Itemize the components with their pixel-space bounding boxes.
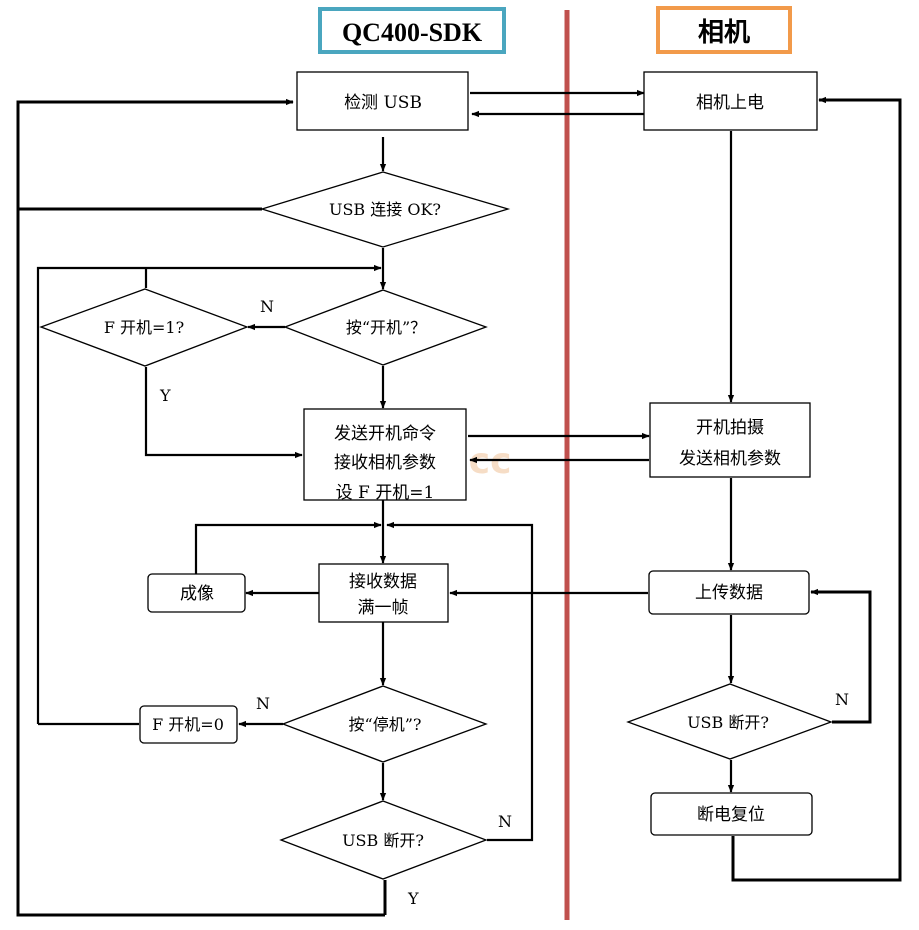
label-usb-right-no: N xyxy=(835,690,849,709)
right-header-title: 相机 xyxy=(698,18,750,47)
right-header-frame xyxy=(656,6,792,54)
node-send-cmd-line2: 接收相机参数 xyxy=(334,453,436,473)
node-start-shoot-line2: 发送相机参数 xyxy=(679,449,781,469)
node-f-power-set-0-text: F 开机=0 xyxy=(152,715,224,734)
left-header-frame xyxy=(318,7,506,54)
node-press-stop xyxy=(281,685,488,763)
node-receive-data xyxy=(318,563,449,623)
arrow-outer-loop-to-detect xyxy=(16,98,385,917)
node-usb-disconnect-right-text: USB 断开? xyxy=(687,713,769,732)
node-send-cmd-line3: 设 F 开机=1 xyxy=(336,483,435,503)
left-header-title: QC400-SDK xyxy=(342,18,483,47)
node-send-cmd xyxy=(303,408,467,501)
arrow-f1-yes-to-send xyxy=(144,367,303,459)
label-press-no: N xyxy=(260,297,274,316)
node-usb-connect-ok xyxy=(259,171,511,248)
label-f1-yes: Y xyxy=(159,386,171,405)
node-f-power-set-0 xyxy=(139,705,238,744)
label-usb-left-no: N xyxy=(498,812,512,831)
node-detect-usb-text: 检测 USB xyxy=(344,93,422,113)
arrow-usb-no-loop xyxy=(386,521,534,842)
node-usb-disconnect-left xyxy=(279,800,488,880)
node-receive-data-line1: 接收数据 xyxy=(349,572,417,592)
node-press-power-on-text: 按“开机”？ xyxy=(346,318,426,337)
node-power-off-reset xyxy=(650,792,813,836)
node-f-power-is-1 xyxy=(39,288,249,367)
node-usb-disconnect-left-text: USB 断开? xyxy=(342,831,424,850)
node-upload-data xyxy=(648,570,810,615)
node-f-power-is-1-text: F 开机=1? xyxy=(104,318,184,337)
node-send-cmd-clip: 发送开机命令 接收相机参数 设 F 开机=1 xyxy=(334,424,436,503)
node-detect-usb xyxy=(296,71,469,131)
arrow-imaging-loop xyxy=(194,521,382,575)
arrow-left-return-loop xyxy=(36,264,382,724)
label-usb-left-yes: Y xyxy=(407,889,419,908)
node-camera-power-on xyxy=(643,71,818,131)
node-receive-data-line2: 满一帧 xyxy=(358,598,409,618)
arrow-usbdisc-no-to-upload xyxy=(810,588,872,724)
node-start-shoot xyxy=(649,402,811,478)
node-send-cmd-line1: 发送开机命令 xyxy=(334,424,436,444)
node-press-power-on xyxy=(283,289,488,366)
arrow-reset-to-poweron xyxy=(731,96,902,882)
node-start-shoot-line1: 开机拍摄 xyxy=(696,418,764,438)
node-press-stop-text: 按“停机”? xyxy=(349,715,422,734)
node-imaging-text: 成像 xyxy=(180,584,214,604)
node-usb-connect-ok-text: USB 连接 OK? xyxy=(329,200,441,219)
node-imaging xyxy=(147,573,246,613)
node-usb-disconnect-right xyxy=(626,683,833,760)
node-power-off-reset-text: 断电复位 xyxy=(697,805,765,825)
label-stop-no: N xyxy=(256,694,270,713)
node-upload-data-text: 上传数据 xyxy=(695,583,763,603)
node-camera-power-on-text: 相机上电 xyxy=(696,93,764,113)
